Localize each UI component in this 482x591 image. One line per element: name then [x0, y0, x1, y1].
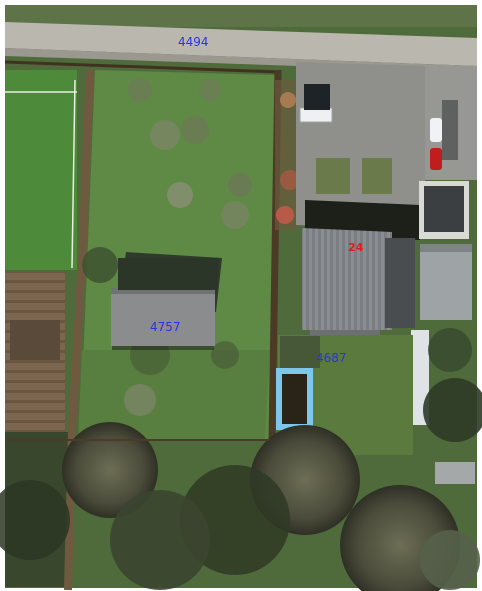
tree — [211, 341, 239, 369]
large-tree — [110, 490, 210, 590]
car-shadow — [442, 100, 458, 160]
red-car — [430, 148, 442, 170]
shrub — [280, 170, 300, 190]
lawn-lower — [78, 350, 270, 440]
garden-bed — [10, 320, 60, 360]
paddock-fence-side — [71, 79, 76, 269]
house-number-label: 24 — [348, 241, 364, 254]
van — [299, 107, 333, 123]
parcel-label-road: 4494 — [178, 35, 209, 49]
orchard-tree — [150, 120, 180, 150]
small-shed — [435, 462, 475, 484]
tree — [82, 247, 118, 283]
van-shadow — [304, 84, 330, 110]
parcel-label-barn: 4757 — [150, 320, 181, 334]
house-roof-dark — [385, 238, 415, 328]
orchard-tree — [199, 79, 221, 101]
verge-top — [5, 5, 477, 27]
flower-bed — [316, 158, 350, 194]
tree — [423, 378, 482, 442]
shed — [420, 244, 472, 320]
paddock — [5, 70, 77, 270]
tree — [0, 480, 70, 560]
orchard-tree — [128, 78, 152, 102]
orchard-tree — [181, 116, 209, 144]
large-tree — [62, 422, 158, 518]
shrub — [280, 92, 296, 108]
patio-shadow — [280, 336, 320, 368]
road — [5, 22, 477, 66]
orchard-tree — [124, 384, 156, 416]
shrub-row — [275, 80, 297, 230]
parcel-label-garden: 4687 — [316, 351, 347, 365]
barn-ridge — [111, 288, 215, 294]
barn-roof — [111, 288, 215, 346]
tree — [420, 530, 480, 590]
dirt-path — [64, 69, 94, 591]
orchard-tree — [167, 182, 193, 208]
tree — [428, 328, 472, 372]
car — [430, 118, 442, 142]
hedge-line — [4, 60, 281, 74]
orchard-tree — [221, 201, 249, 229]
shrub — [276, 206, 294, 224]
house-roof — [302, 228, 392, 330]
garage-roof — [424, 186, 464, 232]
barn-side — [118, 258, 218, 290]
shed-ridge — [420, 244, 472, 252]
pool-cover — [282, 374, 307, 424]
flower-bed — [362, 158, 392, 194]
orchard-tree — [228, 173, 252, 197]
